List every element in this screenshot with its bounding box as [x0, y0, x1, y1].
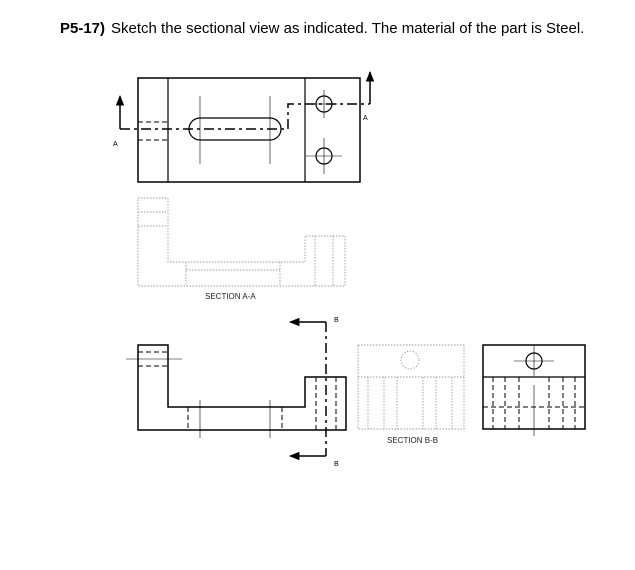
front-view-outline [137, 344, 347, 431]
section-b-hole [400, 350, 420, 370]
cut-label-a-left: A [113, 141, 118, 148]
problem-number: P5-17) [60, 20, 106, 37]
cutting-plane-line-a [287, 103, 370, 129]
top-view: A A [113, 70, 375, 183]
section-b-b-sketch [357, 344, 465, 430]
side-view [482, 344, 586, 436]
front-view: B B [126, 317, 347, 468]
section-a-a-sketch [137, 197, 346, 287]
section-a-caption: SECTION A-A [205, 292, 256, 301]
problem-heading: P5-17) Sketch the sectional view as indic… [60, 20, 584, 37]
cut-label-a-right: A [363, 115, 368, 122]
section-b-caption: SECTION B-B [387, 436, 438, 445]
problem-instruction: Sketch the sectional view as indicated. … [111, 20, 585, 37]
cut-label-b-top: B [334, 317, 339, 324]
top-view-outline [137, 77, 361, 183]
section-b-outline [357, 344, 465, 430]
section-a-outline [137, 197, 346, 287]
cut-label-b-bottom: B [334, 461, 339, 468]
